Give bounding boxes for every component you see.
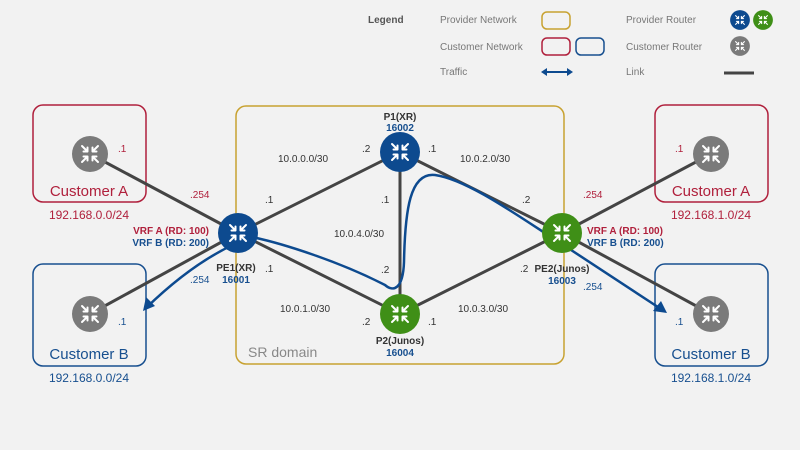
link-p1-p2-p1-end: .1 [381,195,390,206]
router-p2[interactable] [380,294,420,334]
link-p1-pe2-p1-end: .1 [428,144,437,155]
link-pe1-p1-pe1-end: .1 [265,195,274,206]
pe2-vrf-b: VRF B (RD: 200) [587,238,664,249]
sr-domain-label: SR domain [248,344,317,360]
legend-traffic-arrow-icon [541,68,573,76]
pe2-name: PE2(Junos) [534,264,589,275]
legend-customer-router-icon [730,36,750,56]
customer-a-left-box [32,104,147,203]
legend-provider-router-blue-icon [730,10,750,30]
customer-a-left-name: Customer A [50,183,128,200]
legend-provider-router-label: Provider Router [626,15,697,26]
router-circle [218,213,258,253]
customer-b-left-box [32,263,147,367]
pe1-sid: 16001 [222,275,250,286]
customer-a-left-host: .1 [118,144,127,155]
customer-b-left-pe-side: .254 [190,275,210,286]
link-pe1-p2-subnet: 10.0.1.0/30 [280,304,330,315]
pe1-name: PE1(XR) [216,263,255,274]
pe1-vrf-b: VRF B (RD: 200) [132,238,209,249]
customer-a-right-pe-side: .254 [583,190,603,201]
legend-customer-network-label: Customer Network [440,42,524,53]
customer-b-right-pe-side: .254 [583,282,603,293]
router-p1[interactable] [380,132,420,172]
link-ca-left-pe1 [89,152,239,235]
pe2-sid: 16003 [548,276,576,287]
customer-router-b-right[interactable] [693,296,729,332]
legend-link-label: Link [626,67,645,78]
pe2-vrf-a: VRF A (RD: 100) [587,226,663,237]
legend-provider-network-label: Provider Network [440,15,518,26]
customer-b-left-host: .1 [118,317,127,328]
link-pe1-p2-p2-end: .2 [362,317,371,328]
customer-b-right-subnet: 192.168.1.0/24 [671,371,751,385]
link-pe1-p1-p1-end: .2 [362,144,371,155]
legend-title: Legend [368,15,404,26]
customer-router-b-left[interactable] [72,296,108,332]
link-p1-pe2-pe2-end: .2 [522,195,531,206]
legend-customer-network-blue-swatch [575,37,605,56]
link-pe2-cb-right [561,231,712,316]
customer-a-right-box [654,104,769,203]
customer-b-right-box [654,263,769,367]
router-circle [380,132,420,172]
customer-a-left-pe-side: .254 [190,190,210,201]
router-pe2[interactable] [542,213,582,253]
p2-sid: 16004 [386,348,414,359]
router-pe1[interactable] [218,213,258,253]
router-circle [72,296,108,332]
link-pe1-p1 [237,150,401,235]
pe1-vrf-a: VRF A (RD: 100) [133,226,209,237]
link-p1-pe2-subnet: 10.0.2.0/30 [460,154,510,165]
legend-customer-router-label: Customer Router [626,42,703,53]
link-p2-pe2 [399,231,563,316]
customer-a-left-subnet: 192.168.0.0/24 [49,208,129,222]
p2-name: P2(Junos) [376,336,424,347]
link-pe1-p2-pe1-end: .1 [265,264,274,275]
link-pe1-p1-subnet: 10.0.0.0/30 [278,154,328,165]
link-p2-pe2-pe2-end: .2 [520,264,529,275]
customer-b-right-host: .1 [675,317,684,328]
customer-b-left-subnet: 192.168.0.0/24 [49,371,129,385]
customer-b-left-name: Customer B [49,346,128,363]
link-p1-p2-p2-end: .2 [381,265,390,276]
link-pe2-ca-right [561,152,712,235]
link-p1-p2-subnet: 10.0.4.0/30 [334,229,384,240]
traffic-arrow-left-icon [143,297,155,311]
link-pe1-p2 [237,231,401,316]
p1-name: P1(XR) [384,112,417,123]
customer-a-right-subnet: 192.168.1.0/24 [671,208,751,222]
router-circle [693,296,729,332]
link-p2-pe2-subnet: 10.0.3.0/30 [458,304,508,315]
customer-a-right-host: .1 [675,144,684,155]
traffic-arrow-right-icon [653,301,667,313]
customer-router-a-right[interactable] [693,136,729,172]
legend-traffic-label: Traffic [440,67,467,78]
router-circle [380,294,420,334]
customer-a-right-name: Customer A [672,183,750,200]
links [89,150,712,316]
customer-router-a-left[interactable] [72,136,108,172]
legend-provider-network-swatch [541,11,571,30]
customer-b-right-name: Customer B [671,346,750,363]
link-cb-left-pe1 [89,231,239,316]
router-circle [693,136,729,172]
router-circle [72,136,108,172]
link-p2-pe2-p2-end: .1 [428,317,437,328]
p1-sid: 16002 [386,123,414,134]
legend-provider-router-green-icon [753,10,773,30]
legend: Legend Provider Network Customer Network… [368,10,773,78]
router-circle [542,213,582,253]
legend-customer-network-red-swatch [541,37,571,56]
